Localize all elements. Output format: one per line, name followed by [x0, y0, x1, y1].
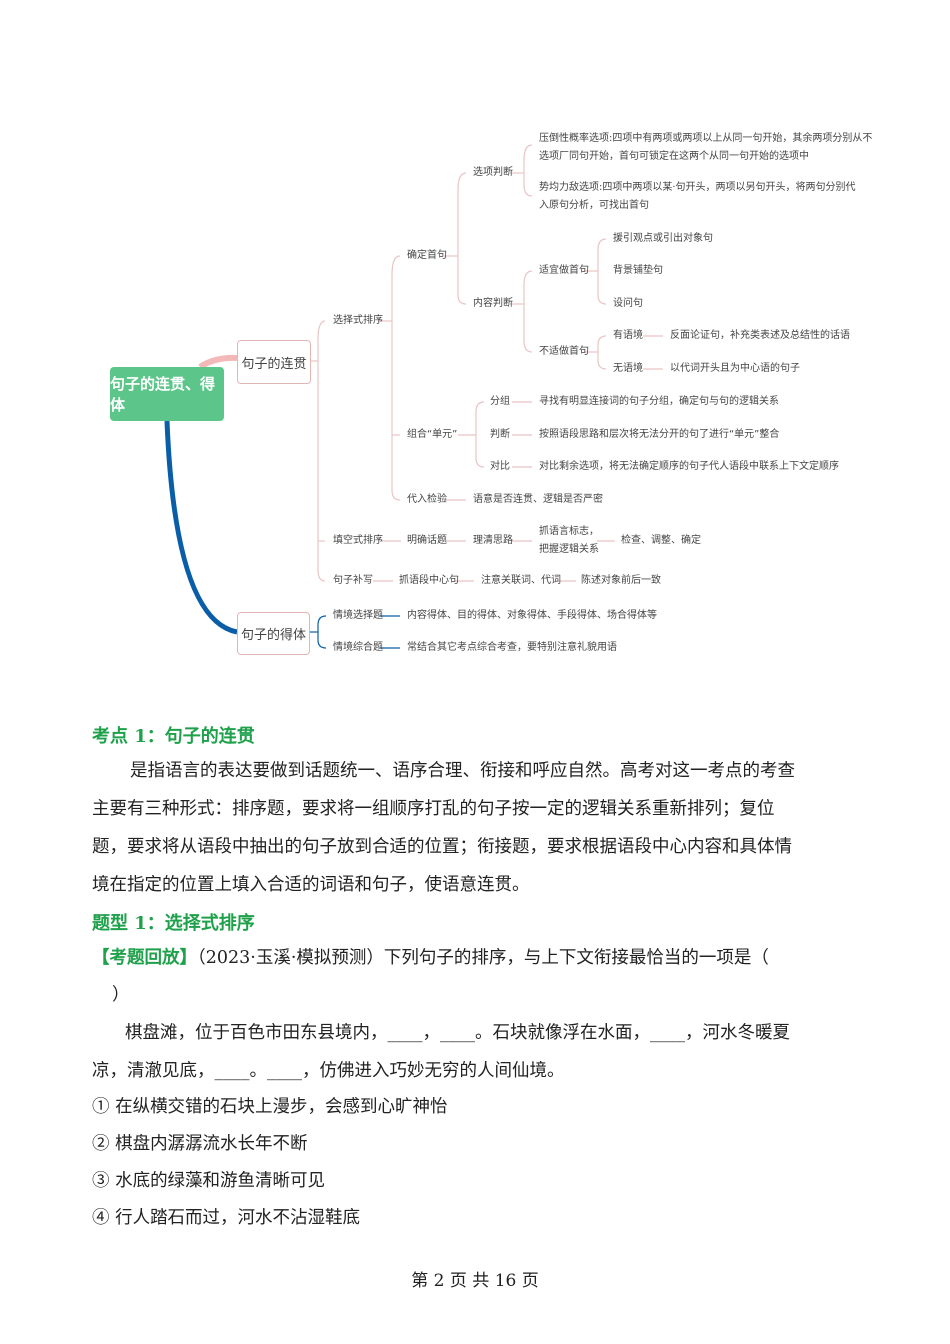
passage-line: 棋盘滩，位于百色市田东县境内，____，____。石块就像浮在水面，____，河… — [125, 1023, 790, 1043]
node-option-a-1: 压倒性概率选项:四项中有两项或两项以上从同一句开始，其余两项分别从不 — [539, 133, 873, 144]
node-compare: 对比 — [490, 461, 510, 472]
node-suit-3: 设问句 — [613, 298, 643, 309]
node-unsuitable-first: 不适做首句 — [539, 346, 589, 357]
node-no-context-desc: 以代词开头且为中心语的句子 — [670, 363, 800, 374]
question-line: 【考题回放】（2023·玉溪·模拟预测）下列句子的排序，与上下文衔接最恰当的一项… — [92, 948, 769, 968]
node-appropriateness: 句子的得体 — [237, 612, 310, 655]
option-item: ④ 行人踏石而过，河水不沾湿鞋底 — [92, 1208, 361, 1228]
mindmap-root: 句子的连贯、得体 — [110, 367, 224, 421]
node-substitute-desc: 语意是否连贯、逻辑是否严密 — [473, 494, 603, 505]
section-heading: 考点 1：句子的连贯 — [92, 726, 255, 747]
node-suitable-first: 适宜做首句 — [539, 265, 589, 276]
question-close: ） — [112, 985, 130, 1005]
paragraph-line: 题，要求将从语段中抽出的句子放到合适的位置；衔接题，要求根据语段中心内容和具体情 — [92, 837, 792, 857]
node-sf-2: 注意关联词、代词 — [481, 575, 561, 586]
node-content-judge: 内容判断 — [473, 298, 513, 309]
node-judge-desc: 按照语段思路和层次将无法分开的句了进行“单元”整合 — [539, 429, 780, 440]
node-with-context-desc: 反面论证句，补充类表述及总结性的话语 — [670, 330, 850, 341]
node-first-sentence: 确定首句 — [407, 250, 447, 261]
node-fill-2: 理清思路 — [473, 535, 513, 546]
node-fill-4: 检查、调整、确定 — [621, 535, 701, 546]
node-sentence-fill: 句子补写 — [333, 575, 373, 586]
node-option-judge: 选项判断 — [473, 167, 513, 178]
node-with-context: 有语境 — [613, 330, 643, 341]
option-item: ② 棋盘内潺潺流水长年不断 — [92, 1134, 308, 1154]
node-suit-1: 援引观点或引出对象句 — [613, 233, 713, 244]
node-group-desc: 寻找有明显连接词的句子分组，确定句与句的逻辑关系 — [539, 396, 779, 407]
node-combine-unit: 组合“单元” — [407, 429, 458, 440]
option-item: ③ 水底的绿藻和游鱼清晰可见 — [92, 1171, 326, 1191]
node-sf-3: 陈述对象前后一致 — [581, 575, 661, 586]
node-fill-3b: 把握逻辑关系 — [539, 544, 599, 555]
node-judge: 判断 — [490, 429, 510, 440]
node-situ-choice-desc: 内容得体、目的得体、对象得体、手段得体、场合得体等 — [407, 610, 657, 621]
page-footer: 第 2 页 共 16 页 — [411, 1271, 539, 1291]
node-option-a-2: 选项厂同句开始，首句可锁定在这两个从同一句开始的选项中 — [539, 151, 809, 162]
mind-map-connectors — [164, 144, 663, 649]
node-compare-desc: 对比剩余选项，将无法确定顺序的句子代人语段中联系上下文定顺序 — [539, 461, 839, 472]
passage-line: 凉，清澈见底，____。____，仿佛进入巧妙无穷的人间仙境。 — [92, 1061, 565, 1081]
option-item: ① 在纵横交错的石块上漫步，会感到心旷神怡 — [92, 1097, 448, 1117]
node-fill-sort: 填空式排序 — [333, 535, 383, 546]
node-choice-sort: 选择式排序 — [333, 315, 383, 326]
node-sf-1: 抓语段中心句 — [399, 575, 459, 586]
node-option-b-1: 势均力敌选项:四项中两项以某·句开头，两项以另句开头，将两句分别代 — [539, 182, 856, 193]
node-situ-choice: 情境选择题 — [333, 610, 383, 621]
node-substitute-check: 代入检验 — [407, 494, 447, 505]
node-group: 分组 — [490, 396, 510, 407]
paragraph-line: 是指语言的表达要做到话题统一、语序合理、衔接和呼应自然。高考对这一考点的考查 — [130, 761, 795, 781]
paragraph-line: 境在指定的位置上填入合适的词语和句子，使语意连贯。 — [92, 875, 530, 895]
paragraph-line: 主要有三种形式：排序题，要求将一组顺序打乱的句子按一定的逻辑关系重新排列；复位 — [92, 799, 775, 819]
node-situ-comp-desc: 常结合其它考点综合考查，要特别注意礼貌用语 — [407, 642, 617, 653]
node-fill-3a: 抓语言标志， — [539, 526, 599, 537]
question-tag: 【考题回放】 — [92, 948, 197, 968]
node-fill-1: 明确话题 — [407, 535, 447, 546]
type-heading: 题型 1：选择式排序 — [92, 913, 255, 934]
node-no-context: 无语境 — [613, 363, 643, 374]
node-option-b-2: 入原句分析，可找出首句 — [539, 200, 649, 211]
node-suit-2: 背景铺垫句 — [613, 265, 663, 276]
question-text: （2023·玉溪·模拟预测）下列句子的排序，与上下文衔接最恰当的一项是（ — [197, 948, 769, 968]
node-coherence: 句子的连贯 — [237, 340, 311, 384]
node-situ-comp: 情境综合题 — [333, 642, 383, 653]
